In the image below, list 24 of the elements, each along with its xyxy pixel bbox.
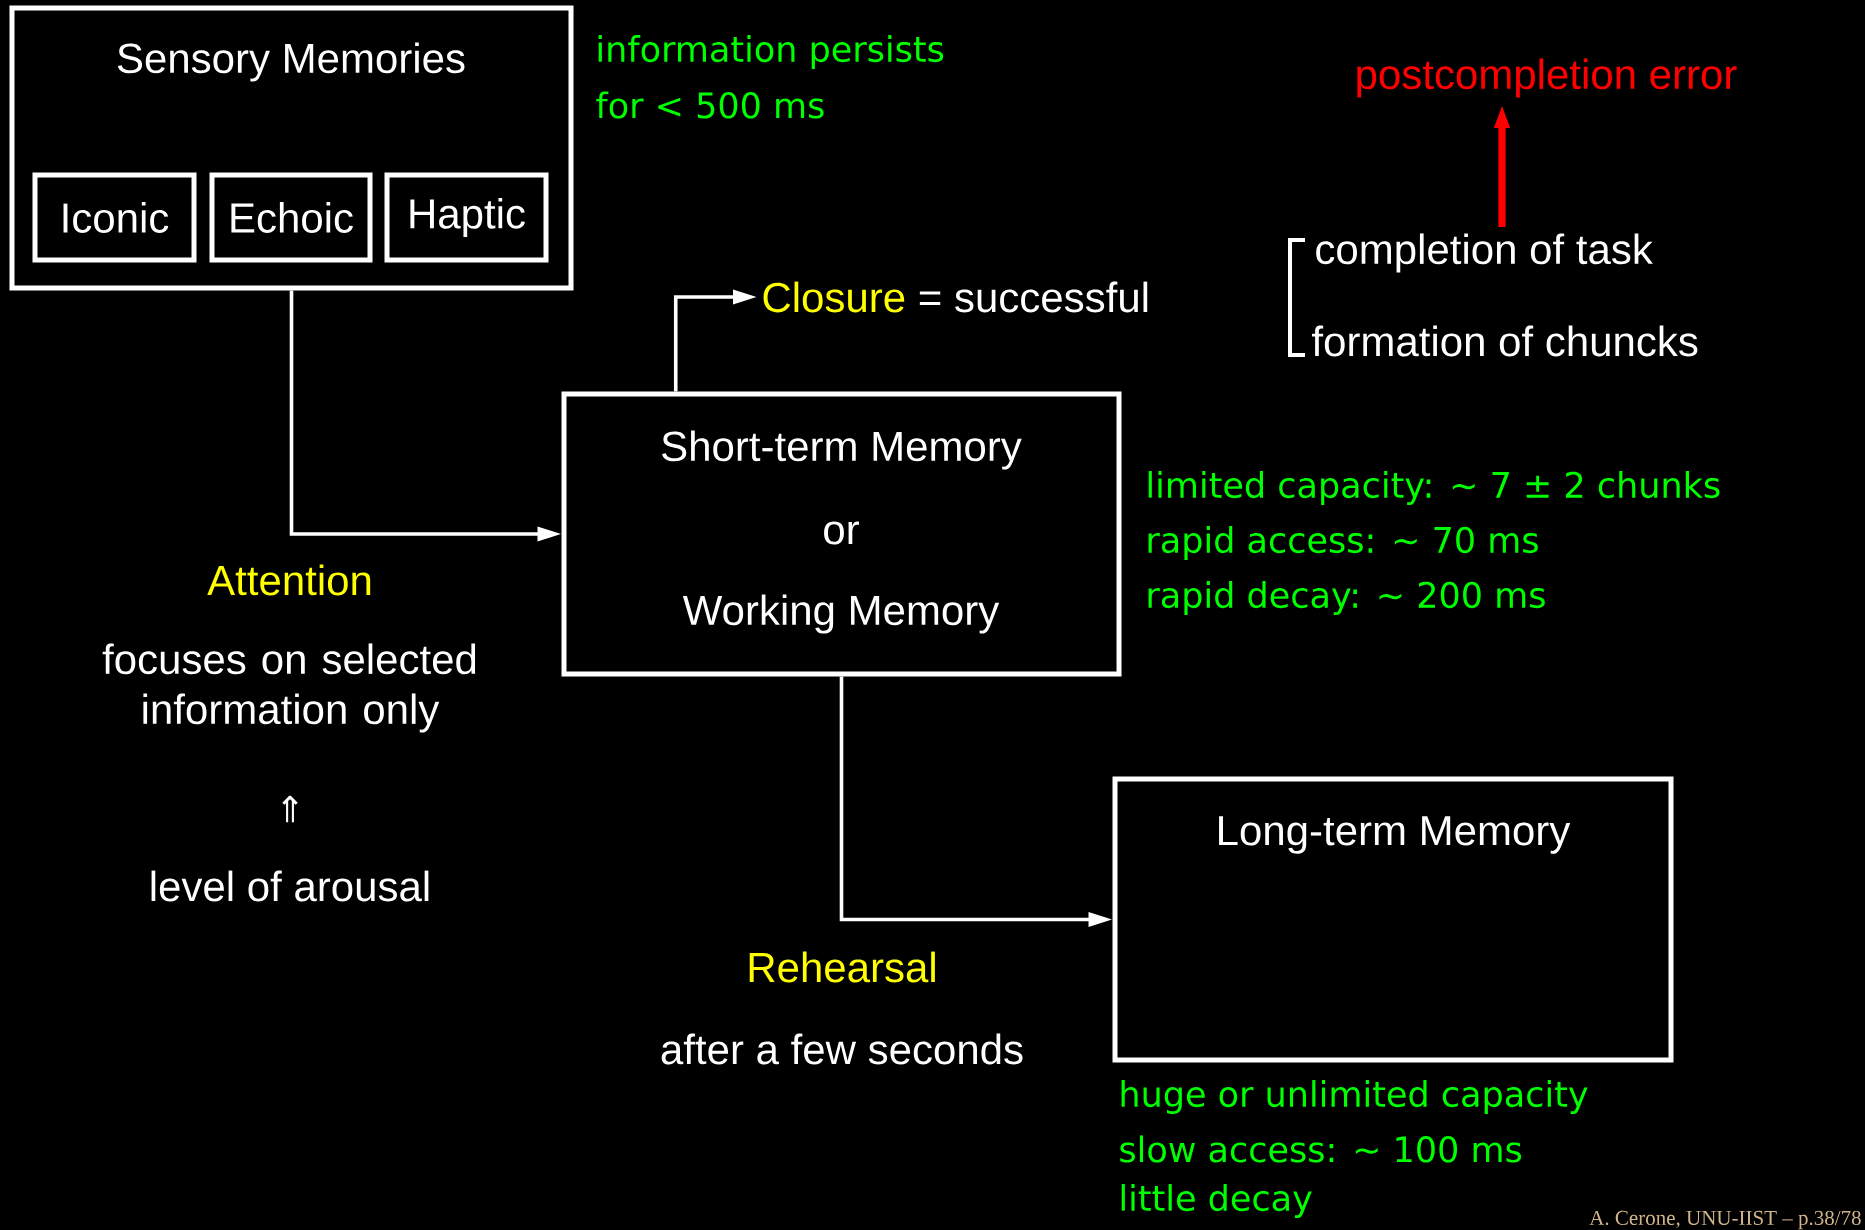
outcome-text: completion of task [1316, 233, 1653, 273]
memory-box: Short-term Memory or Working Memory [561, 391, 1122, 677]
note-text: slow access: ∼ 100 ms [1120, 1135, 1522, 1163]
note-text: rapid access: ∼ 70 ms [1148, 526, 1538, 560]
footer-text: A. Cerone, UNU-IIST – p.38/78 [1589, 1210, 1861, 1230]
note-text: limited capacity: ∼ 7 ± 2 chunks [1148, 471, 1720, 505]
note-text: information persists [598, 35, 944, 69]
up-arrow-symbol: ⇑ [282, 795, 298, 823]
memory-box: Echoic [209, 172, 373, 263]
note-text: little decay [1121, 1184, 1312, 1218]
memory-box: Haptic [384, 172, 549, 263]
note-text: huge or unlimited capacity [1121, 1080, 1588, 1114]
note-text: rapid decay: ∼ 200 ms [1148, 581, 1545, 615]
description-text: after a few seconds [661, 1033, 1023, 1065]
process-label: Attention [207, 564, 371, 596]
outcome-text: formation of chuncks [1312, 325, 1698, 357]
error-text: postcompletion error [1357, 58, 1737, 98]
memory-box: Iconic [32, 172, 197, 263]
description-text: focuses on selected information only [102, 643, 476, 733]
memory-box: Long-term Memory [1112, 776, 1674, 1063]
closure-text: Closure = successful [763, 281, 1148, 313]
note-text: for < 500 ms [596, 91, 824, 119]
process-label: Rehearsal [749, 951, 935, 983]
description-text: level of arousal [151, 870, 429, 902]
